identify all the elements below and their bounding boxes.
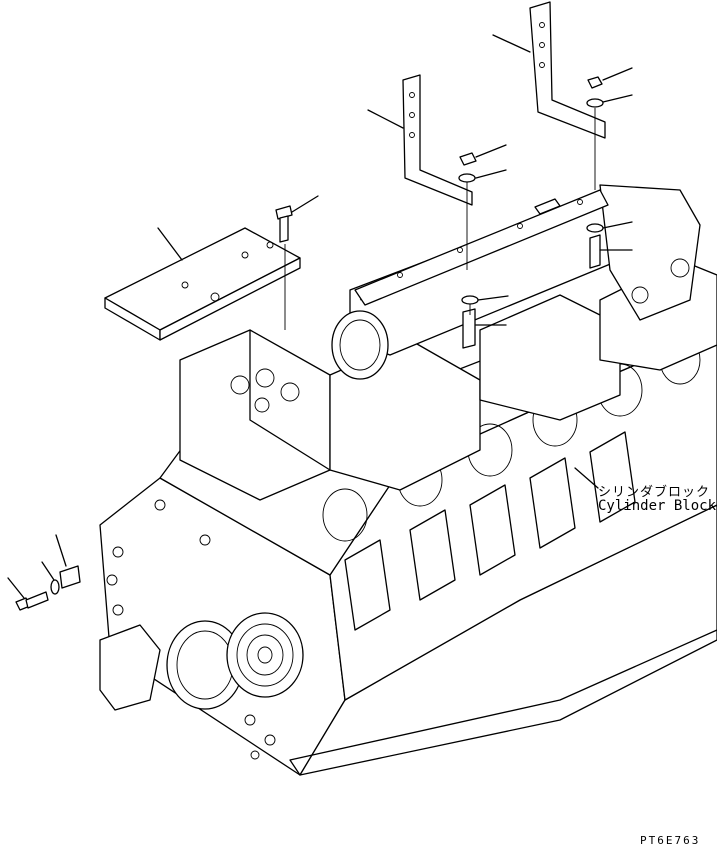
bolts <box>7 195 633 611</box>
drawing-code: PT6E763 <box>640 834 701 847</box>
part-label-english: Cylinder Block <box>598 498 717 514</box>
front-cover-bolts <box>106 499 276 760</box>
part-label-japanese: シリンダブロック <box>598 485 711 500</box>
crank-bearing-caps <box>344 431 636 631</box>
pulley <box>226 612 304 698</box>
head-cover-plate <box>104 227 301 341</box>
label-leader <box>574 467 599 489</box>
front-cover-plate <box>99 624 161 711</box>
lifting-bracket-front <box>367 74 473 206</box>
turbocharger <box>599 184 701 321</box>
assembly-lines <box>284 108 596 330</box>
lifting-bracket-rear <box>492 1 606 139</box>
nuts-washers <box>458 67 633 305</box>
rocker-plate <box>354 189 609 306</box>
exhaust-manifold <box>331 184 701 380</box>
